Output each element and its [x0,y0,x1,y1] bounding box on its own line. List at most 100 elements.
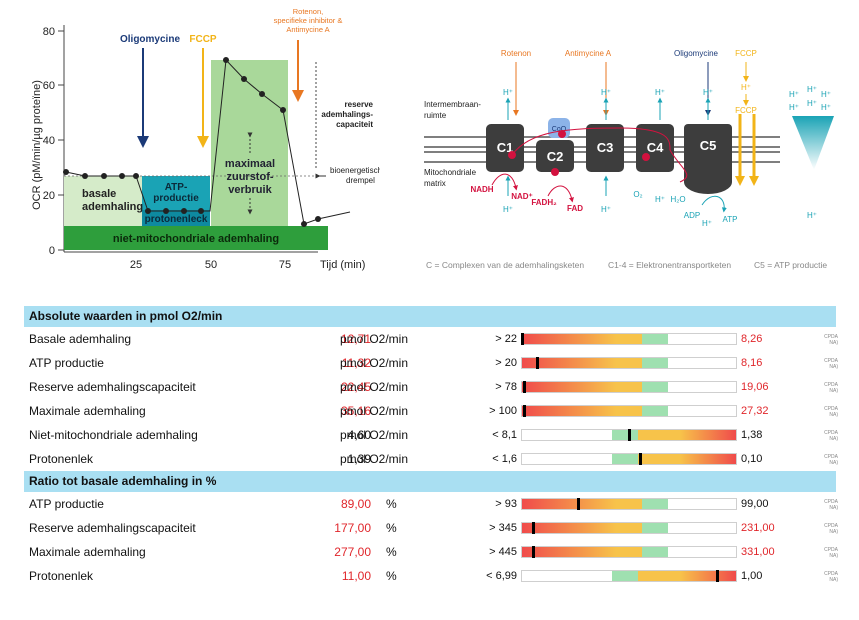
gauge-zone [680,454,736,464]
h2o-label: H₂O [670,195,685,204]
source-line: NA) [829,364,838,370]
range-gauge [521,333,737,345]
niet-mito-region [64,226,328,250]
y-tick: 60 [43,80,55,92]
basale-label: basale [82,188,116,200]
gauge-zone [522,571,612,581]
gauge-zone [641,358,668,368]
matrix-label: Mitochondriale [424,168,477,177]
h-plus-label: H⁺ [789,90,799,99]
results-table: Absolute waarden in pmol O2/min Basale a… [24,306,838,588]
gauge-zone [637,454,681,464]
antimycine-label: Antimycine A [565,49,612,58]
row-threshold: < 1,6 [492,453,517,465]
reserve-label: capaciteit [336,120,373,129]
coq-label: CoQ [552,126,567,133]
row-label: Protonenlek [29,569,94,583]
gauge-marker [576,498,580,510]
source-line: CPDA [824,547,838,553]
range-gauge [521,570,737,582]
row-value: 177,00 [334,521,371,535]
row-reference: 0,10 [741,453,763,465]
row-reference: 99,00 [741,498,769,510]
complex-c3 [586,124,624,172]
gauge-zone [680,571,736,581]
row-threshold: > 100 [489,405,517,417]
gauge-zone [522,430,612,440]
source-line: NA) [829,553,838,559]
row-value: 35,16 [340,404,371,418]
gauge-zone [641,523,668,533]
etc-diagram: Intermembraan- ruimte Mitochondriale mat… [424,49,834,270]
gauge-zone [616,406,642,416]
fadh2-label: FADH₂ [531,198,557,207]
source-line: NA) [829,436,838,442]
complex-c1 [486,124,524,172]
nadh-label: NADH [470,185,493,194]
gauge-zone [616,334,642,344]
gauge-zone [641,547,668,557]
row-threshold: > 22 [495,333,517,345]
row-unit: pmol O2/min [340,452,409,466]
range-gauge [521,357,737,369]
gauge-zone [522,406,617,416]
gauge-zone [522,454,612,464]
c1-label: C1 [497,140,514,155]
row-reference: 331,00 [741,546,775,558]
atp-label: ATP [723,215,738,224]
row-reference: 1,00 [741,570,763,582]
row-label: Protonenlek [29,452,94,466]
row-threshold: > 345 [489,522,517,534]
gauge-zone [522,382,617,392]
rotenon-label: Rotenon, [293,7,323,16]
atp-label: ATP- [165,182,188,193]
gauge-zone [667,382,736,392]
y-axis-label: OCR (pM/min/µg proteïne) [31,80,43,210]
row-reference: 8,26 [741,333,763,345]
source-line: CPDA [824,454,838,460]
y-tick: 80 [43,26,55,38]
gauge-marker [535,357,539,369]
row-unit: pmol O2/min [340,428,409,442]
row-label: Basale ademhaling [29,332,132,346]
h-plus-label: H⁺ [703,88,713,97]
niet-mito-label: niet-mitochondriale ademhaling [113,233,279,245]
gauge-zone [667,547,736,557]
gauge-zone [680,430,736,440]
c3-label: C3 [597,140,614,155]
row-threshold: > 20 [495,357,517,369]
source-line: NA) [829,577,838,583]
h-plus-label: H⁺ [807,99,817,108]
oligomycine-label: Oligomycine [120,34,180,45]
row-threshold: > 445 [489,546,517,558]
h-plus-label: H⁺ [789,103,799,112]
complex-c2 [536,140,574,172]
gauge-zone [637,430,681,440]
y-tick: 20 [43,190,55,202]
h-plus-label: H⁺ [655,88,665,97]
c4-label: C4 [647,140,664,155]
gauge-zone [667,334,736,344]
source-line: CPDA [824,406,838,412]
row-reference: 231,00 [741,522,775,534]
gauge-zone [611,430,638,440]
row-threshold: < 8,1 [492,429,517,441]
gauge-zone [522,358,617,368]
h-plus-label: H⁺ [821,90,831,99]
row-label: Niet-mitochondriale ademhaling [29,428,198,442]
fad-label: FAD [567,204,583,213]
row-value: 1,39 [347,452,371,466]
adp-label: ADP [684,211,700,220]
legend-c: C = Complexen van de ademhalingsketen [426,260,584,270]
h-plus-label: H⁺ [821,103,831,112]
gauge-zone [522,499,617,509]
gauge-zone [641,334,668,344]
h-plus-label: H⁺ [741,83,751,92]
row-value: 11,00 [341,569,371,583]
gauge-marker [531,522,535,534]
